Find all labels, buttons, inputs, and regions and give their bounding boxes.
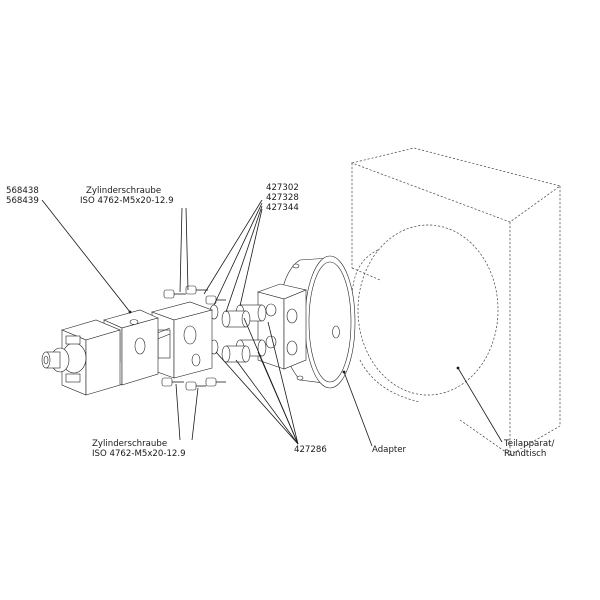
label-pin-427286: 427286 (294, 445, 327, 455)
label-pin-427302: 427302 (266, 183, 299, 193)
label-part-568439: 568439 (6, 196, 39, 206)
label-group-screw-bottom: Zylinderschraube ISO 4762-M5x20-12.9 (92, 439, 186, 459)
pin-upper-left (221, 310, 251, 328)
label-pin-427344: 427344 (266, 203, 299, 213)
label-adapter: Adapter (372, 445, 407, 455)
label-group-pins: 427302 427328 427344 (266, 183, 299, 213)
label-indexer-type: Rundtisch (504, 449, 546, 459)
label-group-screw-top: Zylinderschraube ISO 4762-M5x20-12.9 (80, 186, 174, 206)
leader-lines (41, 199, 503, 447)
screws-top (163, 285, 226, 305)
label-group-part-numbers-a: 568438 568439 (6, 186, 39, 206)
label-group-indexer: Teilapparat/ Rundtisch (503, 439, 554, 459)
screws-bottom (161, 377, 226, 391)
pin-lower-left (221, 345, 251, 363)
label-screw-bottom-spec: ISO 4762-M5x20-12.9 (92, 449, 186, 459)
chuck-module (41, 319, 121, 396)
label-screw-bottom-name: Zylinderschraube (92, 439, 167, 449)
label-indexer-name: Teilapparat/ (503, 439, 554, 449)
locating-pins (209, 304, 267, 363)
label-screw-top-name: Zylinderschraube (86, 186, 161, 196)
label-part-568438: 568438 (6, 186, 39, 196)
label-pin-427328: 427328 (266, 193, 299, 203)
label-screw-top-spec: ISO 4762-M5x20-12.9 (80, 196, 174, 206)
indexing-unit-housing (350, 147, 561, 456)
adapter-block (257, 283, 307, 370)
